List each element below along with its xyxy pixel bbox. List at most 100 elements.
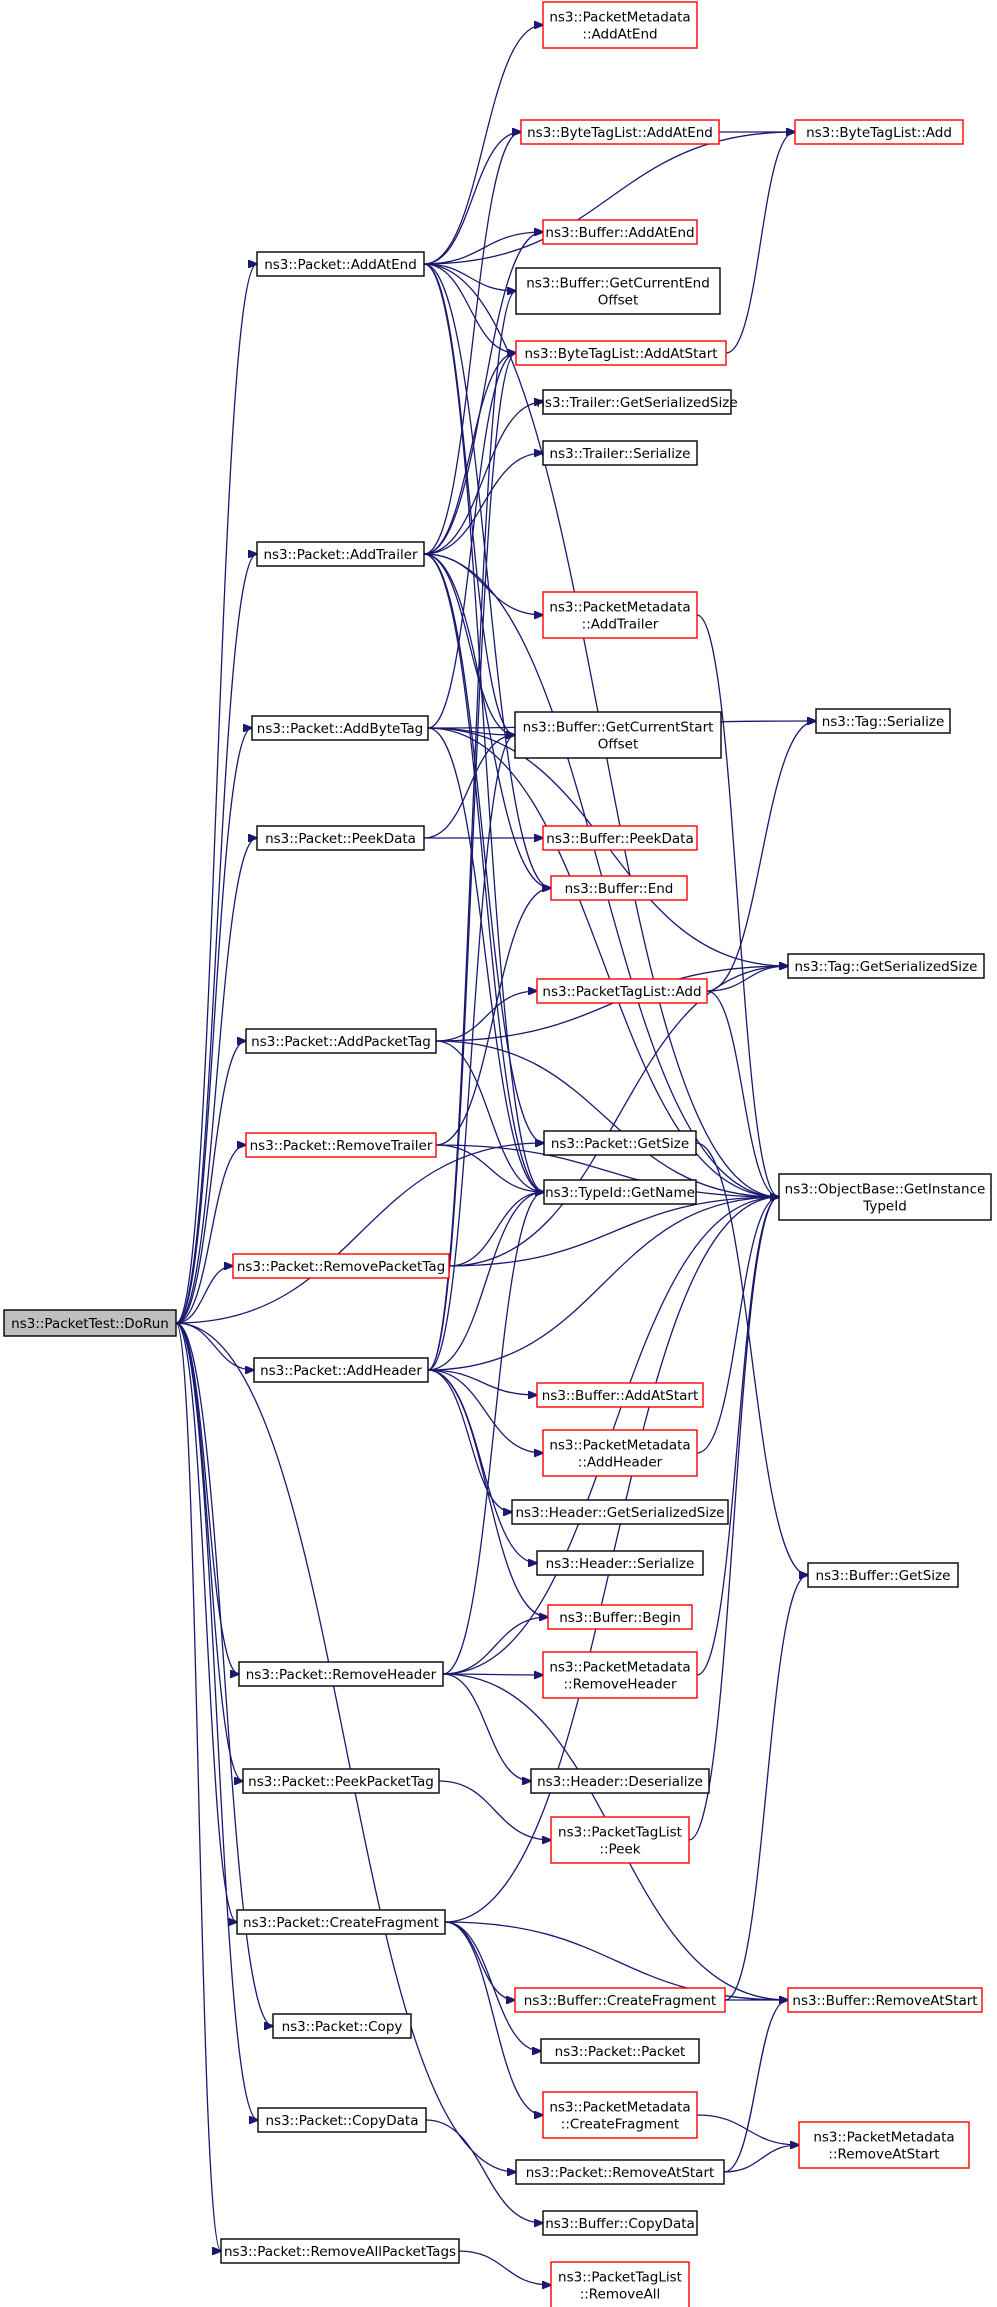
node-remove-trailer[interactable]: ns3::Packet::RemoveTrailer [245,1132,437,1158]
node-tag-serialize[interactable]: ns3::Tag::Serialize [815,708,951,734]
node-pm-add-at-end[interactable]: ns3::PacketMetadata::AddAtEnd [542,1,698,49]
node-box [530,1768,710,1794]
node-label: ns3::Trailer::GetSerializedSize [536,395,737,411]
edge-add-header-to-ob-get-instance-type-id [427,1197,779,1371]
node-label: ns3::Tag::Serialize [822,714,945,730]
node-label: ns3::Packet::RemoveTrailer [250,1138,433,1154]
node-packet-packet[interactable]: ns3::Packet::Packet [540,2038,700,2064]
edge-remove-packet-tag-to-ob-get-instance-type-id [448,1197,779,1267]
node-header-deserialize[interactable]: ns3::Header::Deserialize [530,1768,710,1794]
node-label: ns3::Packet::CreateFragment [243,1915,439,1931]
edge-remove-header-to-type-id-get-name [442,1192,544,1675]
node-box [787,1987,983,2013]
node-packet-get-size[interactable]: ns3::Packet::GetSize [543,1130,697,1156]
node-pm-add-trailer[interactable]: ns3::PacketMetadata::AddTrailer [542,591,698,639]
edge-root-to-peek-data [175,838,257,1324]
node-pm-create-fragment[interactable]: ns3::PacketMetadata::CreateFragment [542,2091,698,2139]
node-box [511,1499,729,1525]
node-box [515,2159,725,2185]
node-box [3,1309,177,1337]
node-add-byte-tag[interactable]: ns3::Packet::AddByteTag [251,715,429,741]
node-buf-get-size[interactable]: ns3::Buffer::GetSize [807,1562,959,1588]
node-remove-header[interactable]: ns3::Packet::RemoveHeader [238,1661,444,1687]
node-box [815,708,951,734]
node-box [542,1,698,49]
edge-remove-packet-tag-to-tag-get-serialized-size [448,966,788,1267]
node-buf-add-at-start[interactable]: ns3::Buffer::AddAtStart [536,1382,704,1408]
node-buf-end[interactable]: ns3::Buffer::End [550,875,688,901]
node-label: ns3::Header::Serialize [546,1556,695,1572]
edge-add-at-end-to-buf-end [423,263,551,888]
node-create-fragment[interactable]: ns3::Packet::CreateFragment [236,1909,446,1935]
node-buf-copy-data[interactable]: ns3::Buffer::CopyData [542,2210,698,2236]
node-box [542,440,698,466]
node-tag-get-serialized-size[interactable]: ns3::Tag::GetSerializedSize [787,953,985,979]
node-packet-remove-at-start[interactable]: ns3::Packet::RemoveAtStart [515,2159,725,2185]
node-label: ns3::PacketTest::DoRun [11,1316,169,1332]
node-remove-all-packet-tags[interactable]: ns3::Packet::RemoveAllPacketTags [220,2238,460,2264]
node-add-at-end[interactable]: ns3::Packet::AddAtEnd [256,251,425,277]
edge-pm-add-header-to-ob-get-instance-type-id [696,1197,779,1454]
node-box [232,1253,450,1279]
node-type-id-get-name[interactable]: ns3::TypeId::GetName [543,1179,697,1205]
edge-add-trailer-to-buf-end [423,553,551,888]
edge-ptl-add-to-tag-get-serialized-size [706,966,788,992]
node-add-packet-tag[interactable]: ns3::Packet::AddPacketTag [245,1028,437,1054]
edge-remove-trailer-to-type-id-get-name [435,1144,544,1192]
node-label: ns3::Buffer::End [565,881,674,897]
node-pm-remove-header[interactable]: ns3::PacketMetadata::RemoveHeader [542,1651,698,1699]
edge-add-packet-tag-to-ptl-add [435,991,537,1042]
node-header-get-serialized-size[interactable]: ns3::Header::GetSerializedSize [511,1499,729,1525]
node-trailer-serialize[interactable]: ns3::Trailer::Serialize [542,440,698,466]
edge-add-at-end-to-buf-add-at-end [423,232,543,265]
node-label: ns3::Packet::AddByteTag [257,721,423,737]
node-label: ns3::TypeId::GetName [545,1185,695,1201]
edge-add-at-end-to-btl-add-at-start [423,263,516,353]
node-add-trailer[interactable]: ns3::Packet::AddTrailer [256,541,425,567]
node-pm-add-header[interactable]: ns3::PacketMetadata::AddHeader [542,1429,698,1477]
node-ptl-remove-all[interactable]: ns3::PacketTagList::RemoveAll [550,2261,690,2307]
node-buf-begin[interactable]: ns3::Buffer::Begin [547,1604,693,1630]
node-add-header[interactable]: ns3::Packet::AddHeader [253,1357,429,1383]
node-box [542,591,698,639]
node-label: ns3::PacketMetadata [549,2100,690,2116]
node-label: ns3::PacketMetadata [813,2130,954,2146]
node-label: ns3::Packet::RemovePacketTag [237,1259,445,1275]
node-buf-add-at-end[interactable]: ns3::Buffer::AddAtEnd [542,219,698,245]
edge-ptl-add-to-ob-get-instance-type-id [706,990,779,1197]
node-box [543,1130,697,1156]
node-trailer-get-serialized-size[interactable]: ns3::Trailer::GetSerializedSize [536,389,738,415]
node-btl-add-at-end[interactable]: ns3::ByteTagList::AddAtEnd [520,119,720,145]
node-box [536,978,708,1004]
node-btl-add[interactable]: ns3::ByteTagList::Add [794,119,964,145]
node-buf-create-fragment[interactable]: ns3::Buffer::CreateFragment [514,1987,726,2013]
node-copy-data[interactable]: ns3::Packet::CopyData [257,2107,427,2133]
node-peek-packet-tag[interactable]: ns3::Packet::PeekPacketTag [242,1768,440,1794]
node-label: ns3::ByteTagList::Add [806,125,952,141]
node-ptl-add[interactable]: ns3::PacketTagList::Add [536,978,708,1004]
edge-root-to-copy-data [175,1322,258,2120]
node-remove-packet-tag[interactable]: ns3::Packet::RemovePacketTag [232,1253,450,1279]
node-copy[interactable]: ns3::Packet::Copy [272,2013,412,2039]
edge-add-byte-tag-to-type-id-get-name [427,727,544,1192]
node-peek-data[interactable]: ns3::Packet::PeekData [256,825,425,851]
node-box [542,219,698,245]
node-label: ns3::PacketMetadata [549,600,690,616]
node-pm-remove-at-start[interactable]: ns3::PacketMetadata::RemoveAtStart [798,2121,970,2169]
edge-add-packet-tag-to-type-id-get-name [435,1040,544,1192]
edge-remove-header-to-header-deserialize [442,1673,531,1781]
call-edges [175,25,816,2285]
node-ptl-peek[interactable]: ns3::PacketTagList::Peek [550,1816,690,1864]
node-label: ns3::Packet::AddTrailer [263,547,418,563]
node-label: ::Peek [599,1842,640,1858]
edge-create-fragment-to-buf-remove-at-start [444,1921,788,2000]
node-buf-peek-data[interactable]: ns3::Buffer::PeekData [542,825,698,851]
node-btl-add-at-start[interactable]: ns3::ByteTagList::AddAtStart [515,340,727,366]
node-label: TypeId [862,1199,907,1215]
node-header-serialize[interactable]: ns3::Header::Serialize [536,1550,704,1576]
edge-add-header-to-buf-get-current-end-offset [427,291,516,1371]
node-buf-remove-at-start[interactable]: ns3::Buffer::RemoveAtStart [787,1987,983,2013]
